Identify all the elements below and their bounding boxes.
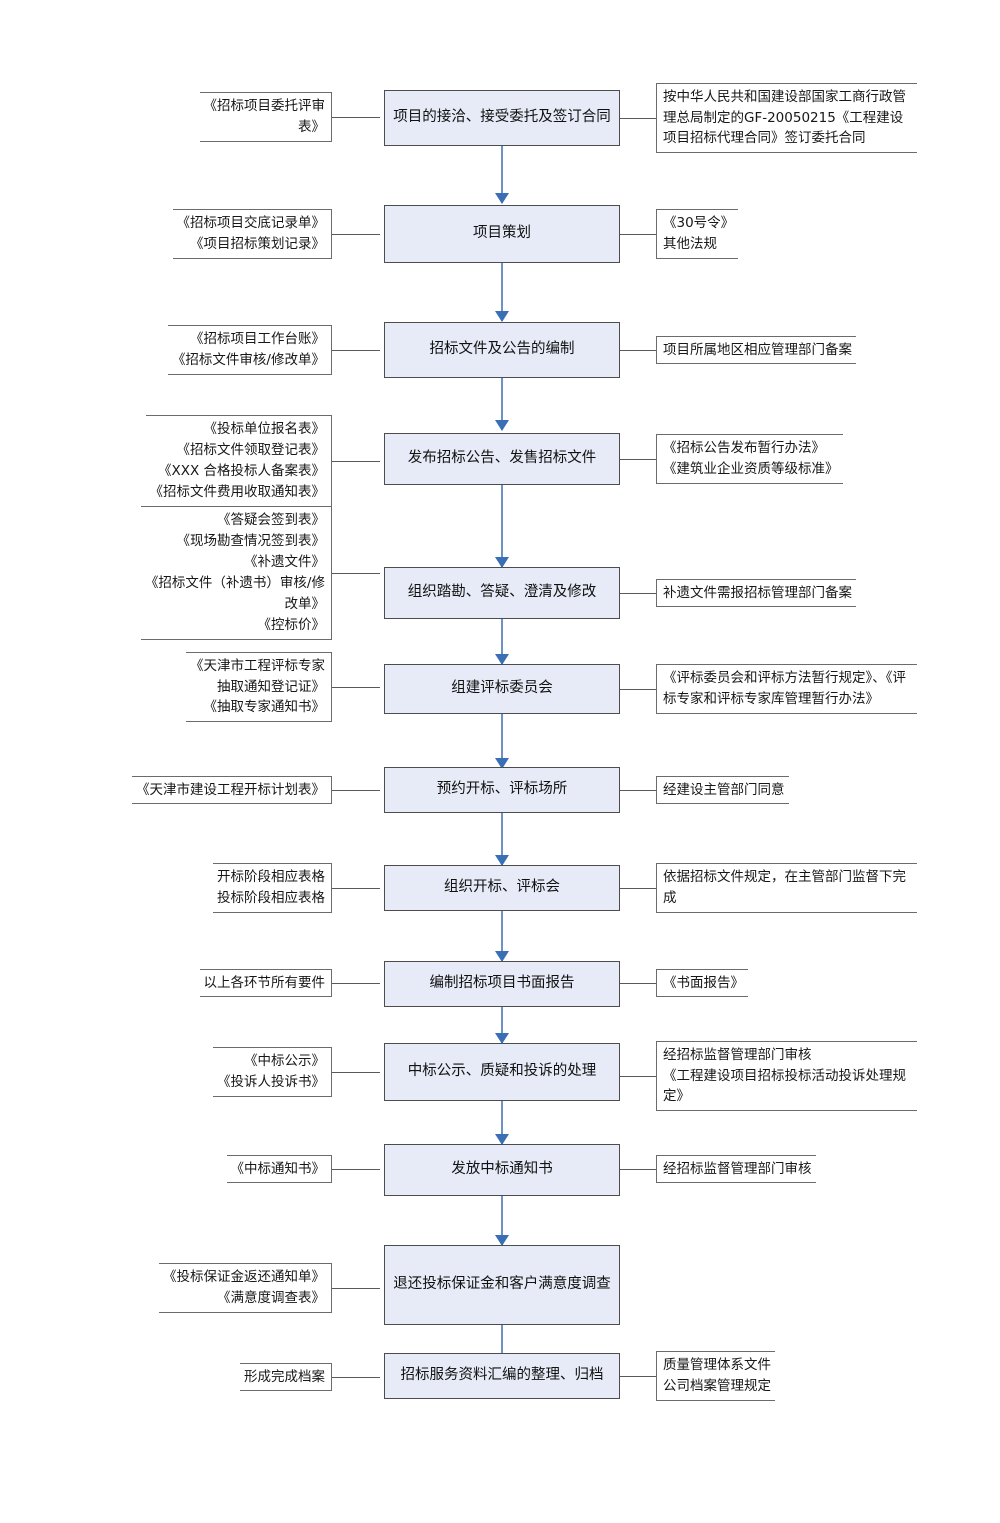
- step-13-right-connector: [620, 1375, 656, 1377]
- step-3-left-connector: [332, 349, 380, 351]
- step-5-process-box[interactable]: 组织踏勘、答疑、澄清及修改: [384, 567, 620, 619]
- step-4-left-label: 《投标单位报名表》 《招标文件领取登记表》 《XXX 合格投标人备案表》 《招标…: [145, 415, 332, 507]
- step-13-left-label: 形成完成档案: [240, 1362, 332, 1392]
- arrow-3-to-4: [495, 378, 509, 431]
- step-11-right-label: 经招标监督管理部门审核: [656, 1154, 816, 1184]
- step-5-left-label: 《答疑会签到表》 《现场勘查情况签到表》 《补遗文件》 《招标文件（补遗书）审核…: [140, 506, 332, 640]
- step-7-left-connector: [332, 789, 380, 791]
- step-9-right-annotation: 《书面报告》: [620, 966, 748, 1000]
- step-8-right-label: 依据招标文件规定，在主管部门监督下完成: [656, 863, 917, 913]
- step-11-left-connector: [332, 1168, 380, 1170]
- step-6-left-label: 《天津市工程评标专家 抽取通知登记证》 《抽取专家通知书》: [186, 651, 332, 723]
- step-3-process-box[interactable]: 招标文件及公告的编制: [384, 322, 620, 378]
- arrow-2-to-3: [495, 263, 509, 322]
- step-9-process-box[interactable]: 编制招标项目书面报告: [384, 961, 620, 1007]
- step-8-left-connector: [332, 887, 380, 889]
- step-2-process-box[interactable]: 项目策划: [384, 205, 620, 263]
- step-3-left-label: 《招标项目工作台账》 《招标文件审核/修改单》: [167, 325, 332, 375]
- step-9-left-label: 以上各环节所有要件: [199, 968, 332, 998]
- step-3-left-annotation: 《招标项目工作台账》 《招标文件审核/修改单》: [167, 322, 380, 378]
- step-12-left-annotation: 《投标保证金返还通知单》 《满意度调查表》: [159, 1262, 380, 1314]
- step-6-right-connector: [620, 688, 656, 690]
- step-8-right-connector: [620, 887, 656, 889]
- arrow-7-to-8: [495, 813, 509, 866]
- step-1-left-annotation: 《招标项目委托评审 表》: [199, 88, 380, 146]
- step-6-process-box[interactable]: 组建评标委员会: [384, 664, 620, 714]
- step-12-left-connector: [332, 1287, 380, 1289]
- step-4-process-box[interactable]: 发布招标公告、发售招标文件: [384, 433, 620, 485]
- step-2-right-connector: [620, 233, 656, 235]
- step-6-right-label: 《评标委员会和评标方法暂行规定》、《评标专家和评标专家库管理暂行办法》: [656, 664, 917, 714]
- step-10-right-annotation: 经招标监督管理部门审核 《工程建设项目招标投标活动投诉处理规定》: [620, 1040, 917, 1112]
- step-12-left-label: 《投标保证金返还通知单》 《满意度调查表》: [159, 1263, 332, 1313]
- step-3-right-label: 项目所属地区相应管理部门备案: [656, 335, 856, 365]
- step-6-right-annotation: 《评标委员会和评标方法暂行规定》、《评标专家和评标专家库管理暂行办法》: [620, 650, 917, 728]
- step-13-right-label: 质量管理体系文件 公司档案管理规定: [656, 1351, 775, 1401]
- step-4-left-connector: [332, 460, 380, 462]
- step-8-left-annotation: 开标阶段相应表格 投标阶段相应表格: [213, 862, 380, 914]
- arrow-5-to-6: [495, 619, 509, 665]
- step-7-left-annotation: 《天津市建设工程开标计划表》: [132, 772, 380, 808]
- step-5-right-label: 补遗文件需报招标管理部门备案: [656, 578, 856, 608]
- step-11-left-annotation: 《中标通知书》: [226, 1152, 380, 1186]
- step-12-process-box[interactable]: 退还投标保证金和客户满意度调查: [384, 1245, 620, 1325]
- step-7-left-label: 《天津市建设工程开标计划表》: [132, 775, 332, 805]
- step-11-left-label: 《中标通知书》: [226, 1154, 332, 1184]
- step-11-process-box[interactable]: 发放中标通知书: [384, 1144, 620, 1196]
- step-4-right-connector: [620, 458, 656, 460]
- arrow-11-to-12: [495, 1196, 509, 1246]
- arrow-9-to-10: [495, 1007, 509, 1044]
- step-2-left-annotation: 《招标项目交底记录单》 《项目招标策划记录》: [172, 205, 380, 263]
- step-1-left-label: 《招标项目委托评审 表》: [199, 92, 332, 142]
- step-5-left-annotation: 《答疑会签到表》 《现场勘查情况签到表》 《补遗文件》 《招标文件（补遗书）审核…: [140, 506, 380, 640]
- step-1-right-label: 按中华人民共和国建设部国家工商行政管理总局制定的GF-20050215《工程建设…: [656, 82, 917, 154]
- step-5-right-connector: [620, 592, 656, 594]
- step-10-left-connector: [332, 1071, 380, 1073]
- step-7-process-box[interactable]: 预约开标、评标场所: [384, 767, 620, 813]
- step-8-right-annotation: 依据招标文件规定，在主管部门监督下完成: [620, 863, 917, 913]
- step-2-left-label: 《招标项目交底记录单》 《项目招标策划记录》: [172, 209, 332, 259]
- step-5-left-connector: [332, 572, 380, 574]
- step-6-left-annotation: 《天津市工程评标专家 抽取通知登记证》 《抽取专家通知书》: [186, 648, 380, 726]
- step-3-right-annotation: 项目所属地区相应管理部门备案: [620, 323, 856, 377]
- step-8-process-box[interactable]: 组织开标、评标会: [384, 865, 620, 911]
- step-13-left-connector: [332, 1376, 380, 1378]
- step-13-right-annotation: 质量管理体系文件 公司档案管理规定: [620, 1351, 775, 1401]
- step-11-right-annotation: 经招标监督管理部门审核: [620, 1152, 816, 1186]
- arrow-4-to-5: [495, 485, 509, 568]
- step-10-process-box[interactable]: 中标公示、质疑和投诉的处理: [384, 1043, 620, 1101]
- arrow-6-to-7: [495, 714, 509, 769]
- arrow-8-to-9: [495, 911, 509, 962]
- step-4-left-annotation: 《投标单位报名表》 《招标文件领取登记表》 《XXX 合格投标人备案表》 《招标…: [145, 415, 380, 507]
- step-1-process-box[interactable]: 项目的接洽、接受委托及签订合同: [384, 90, 620, 146]
- step-2-right-annotation: 《30号令》 其他法规: [620, 206, 739, 262]
- step-4-right-annotation: 《招标公告发布暂行办法》 《建筑业企业资质等级标准》: [620, 434, 843, 484]
- arrow-10-to-11: [495, 1101, 509, 1145]
- step-5-right-annotation: 补遗文件需报招标管理部门备案: [620, 568, 856, 618]
- step-9-right-label: 《书面报告》: [656, 968, 748, 998]
- step-9-left-annotation: 以上各环节所有要件: [199, 966, 380, 1000]
- step-10-right-connector: [620, 1075, 656, 1077]
- step-13-process-box[interactable]: 招标服务资料汇编的整理、归档: [384, 1353, 620, 1399]
- step-4-right-label: 《招标公告发布暂行办法》 《建筑业企业资质等级标准》: [656, 434, 843, 484]
- step-10-left-label: 《中标公示》 《投诉人投诉书》: [213, 1047, 332, 1097]
- step-3-right-connector: [620, 349, 656, 351]
- step-7-right-label: 经建设主管部门同意: [656, 775, 789, 805]
- step-1-right-connector: [620, 117, 656, 119]
- step-2-left-connector: [332, 233, 380, 235]
- step-9-left-connector: [332, 982, 380, 984]
- step-1-right-annotation: 按中华人民共和国建设部国家工商行政管理总局制定的GF-20050215《工程建设…: [620, 72, 917, 164]
- step-6-left-connector: [332, 686, 380, 688]
- step-10-left-annotation: 《中标公示》 《投诉人投诉书》: [213, 1046, 380, 1098]
- step-7-right-connector: [620, 789, 656, 791]
- step-9-right-connector: [620, 982, 656, 984]
- step-2-right-label: 《30号令》 其他法规: [656, 209, 739, 259]
- step-10-right-label: 经招标监督管理部门审核 《工程建设项目招标投标活动投诉处理规定》: [656, 1040, 917, 1112]
- step-13-left-annotation: 形成完成档案: [240, 1360, 380, 1394]
- step-11-right-connector: [620, 1168, 656, 1170]
- step-8-left-label: 开标阶段相应表格 投标阶段相应表格: [213, 863, 332, 913]
- arrow-1-to-2: [495, 146, 509, 204]
- step-7-right-annotation: 经建设主管部门同意: [620, 772, 789, 808]
- step-1-left-connector: [332, 116, 380, 118]
